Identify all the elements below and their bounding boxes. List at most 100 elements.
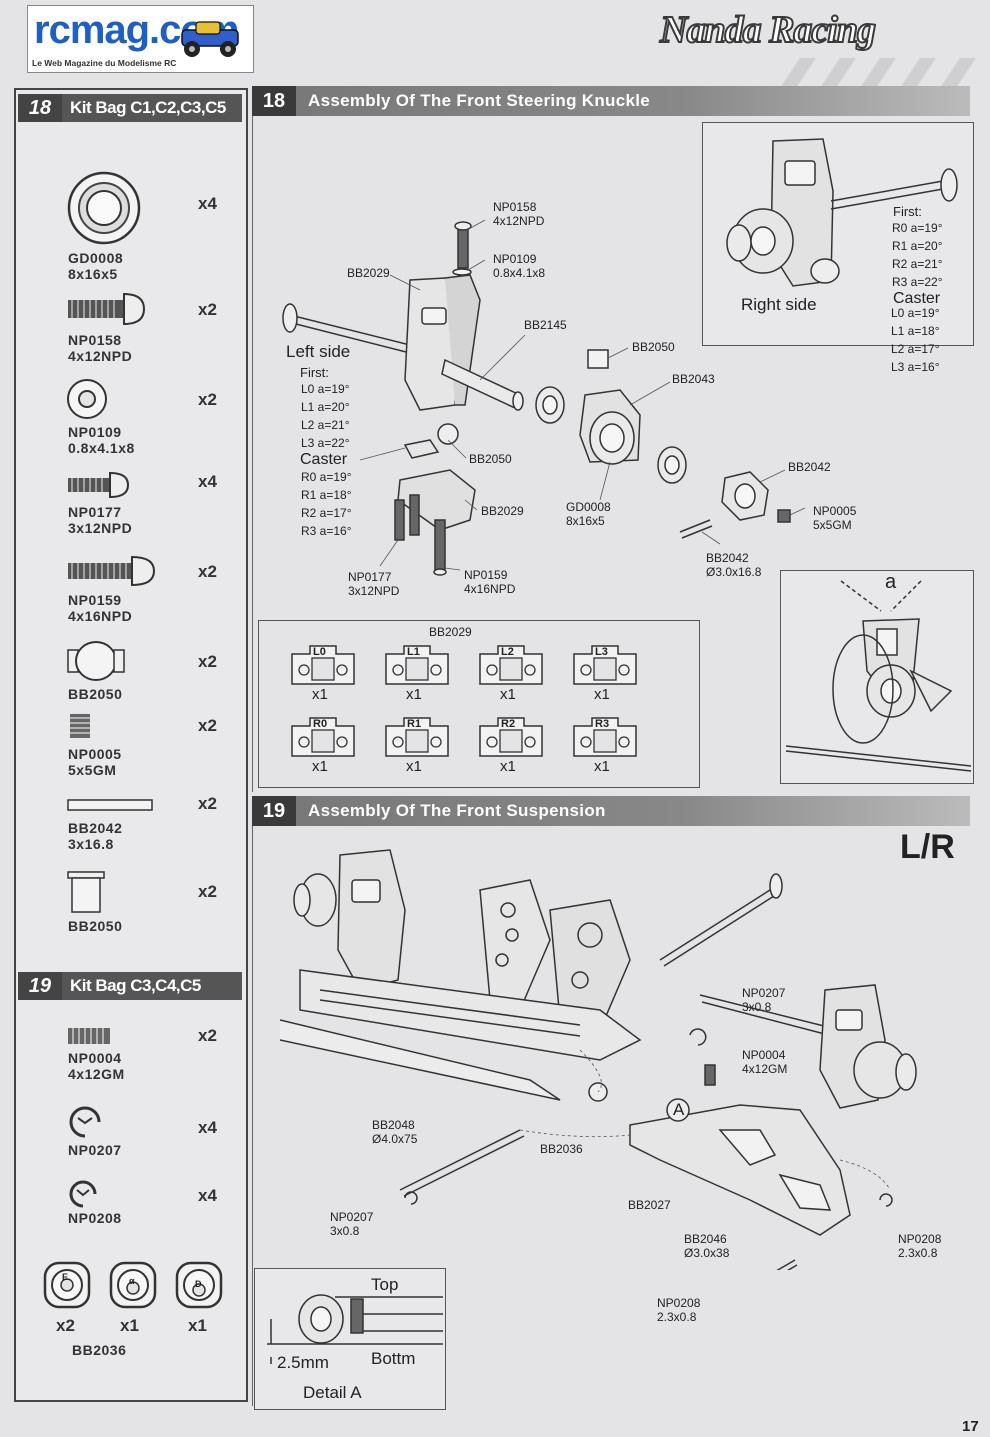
part-code: NP0208	[68, 1210, 122, 1226]
step-title: Assembly Of The Front Suspension	[308, 801, 606, 820]
caster-block-icon	[385, 717, 449, 757]
e-clip-icon	[69, 1180, 97, 1208]
angle-item: L3 a=16°	[891, 360, 940, 374]
step-number: 18	[252, 86, 296, 116]
part-code: GD0008	[68, 250, 124, 266]
left-caster-list: R0 a=19° R1 a=18° R2 a=17° R3 a=16°	[301, 468, 352, 540]
callout-bb2027: BB2027	[628, 1198, 671, 1212]
part-size: 4x12NPD	[68, 348, 133, 364]
caster-angle-inset: a	[780, 570, 974, 784]
part-qty: x4	[198, 1118, 217, 1137]
callout-np0159: NP0159 4x16NPD	[464, 568, 516, 596]
insert-letter: α	[129, 1276, 135, 1286]
ball-stud-icon	[67, 641, 125, 681]
screw-icon	[68, 292, 146, 326]
part-code: NP0005	[68, 746, 122, 762]
screw-icon	[68, 472, 130, 498]
cam-insert-icon	[43, 1261, 91, 1309]
bearing-icon	[67, 171, 141, 245]
cell-qty: x1	[406, 686, 422, 703]
part-qty: x2	[198, 1026, 217, 1045]
caster-block-icon	[291, 717, 355, 757]
logo-subtitle: Le Web Magazine du Modelisme RC	[32, 58, 177, 68]
kit-bag-number: 18	[18, 94, 62, 122]
angle-item: R0 a=19°	[892, 221, 943, 235]
caster-block-icon	[573, 717, 637, 757]
cell-qty: x1	[500, 686, 516, 703]
callout-np0207-bottom: NP0207 3x0.8	[330, 1210, 374, 1238]
grid-cell: L1 x1	[384, 644, 454, 704]
left-caster-label: Caster	[300, 451, 348, 468]
part-qty: x2	[198, 652, 217, 671]
set-screw-icon	[70, 714, 90, 738]
cell-tag: R0	[313, 718, 328, 730]
detail-top-label: Top	[371, 1275, 399, 1294]
part-code: NP0159	[68, 592, 122, 608]
step-18-header: 18 Assembly Of The Front Steering Knuckl…	[252, 86, 970, 116]
angle-item: L1 a=18°	[891, 324, 940, 338]
kit-bag-number: 19	[18, 972, 62, 1000]
callout-np0004: NP0004 4x12GM	[742, 1048, 788, 1076]
part-code: BB2050	[68, 918, 123, 934]
part-qty: x2	[198, 716, 217, 735]
angle-item: R1 a=18°	[301, 488, 352, 502]
part-size: 4x12GM	[68, 1066, 125, 1082]
angle-item: L2 a=17°	[891, 342, 940, 356]
detail-bottom-label: Bottm	[371, 1349, 416, 1368]
site-logo[interactable]: rcmag.com Le Web Magazine du Modelisme R…	[27, 5, 254, 73]
cell-qty: x1	[500, 758, 516, 775]
callout-bb2029-top: BB2029	[347, 266, 390, 280]
kit-bag-panel: 18 Kit Bag C1,C2,C3,C5 x4 GD0008 8x16x5 …	[14, 88, 248, 1402]
kit-bag-18-header: 18 Kit Bag C1,C2,C3,C5	[18, 94, 242, 122]
callout-bb2050-top: BB2050	[632, 340, 675, 354]
decorative-stripes	[780, 58, 976, 88]
step-19-header: 19 Assembly Of The Front Suspension	[252, 796, 970, 826]
callout-bb2046: BB2046 Ø3.0x38	[684, 1232, 730, 1260]
suspension-assembly-diagram	[280, 849, 917, 1270]
page-number: 17	[962, 1418, 979, 1435]
detail-a-marker: A	[673, 1100, 685, 1119]
callout-bb2029-mid: BB2029	[481, 504, 524, 518]
callout-np0207-top: NP0207 3x0.8	[742, 986, 786, 1014]
callout-np0109: NP0109 0.8x4.1x8	[493, 252, 546, 280]
right-side-inset: Right side First: R0 a=19° R1 a=20° R2 a…	[702, 122, 974, 346]
callout-np0005: NP0005 5x5GM	[813, 504, 857, 532]
step-18-area	[252, 116, 971, 792]
kit-bag-title: Kit Bag C1,C2,C3,C5	[70, 98, 226, 117]
callout-bb2145: BB2145	[524, 318, 567, 332]
cam-insert-icon	[175, 1261, 223, 1309]
cell-qty: x1	[312, 686, 328, 703]
part-size: 5x5GM	[68, 762, 117, 778]
insert-letter: D	[195, 1279, 202, 1289]
part-size: 4x16NPD	[68, 608, 133, 624]
angle-item: L0 a=19°	[891, 306, 940, 320]
grid-title: BB2029	[429, 625, 472, 639]
bushing-icon	[67, 871, 105, 913]
part-code: BB2036	[72, 1342, 127, 1358]
washer-icon	[67, 379, 107, 419]
part-code: BB2042	[68, 820, 123, 836]
callout-gd0008: GD0008 8x16x5	[566, 500, 611, 528]
part-qty: x2	[198, 562, 217, 581]
angle-item: R2 a=21°	[892, 257, 943, 271]
rc-car-icon	[181, 21, 239, 57]
part-qty: x1	[120, 1316, 139, 1335]
angle-item: L0 a=19°	[301, 382, 350, 396]
callout-np0177: NP0177 3x12NPD	[348, 570, 400, 598]
insert-letter: E	[62, 1272, 69, 1282]
cell-qty: x1	[406, 758, 422, 775]
set-screw-icon	[68, 1028, 110, 1044]
right-knuckle-diagram	[726, 138, 958, 287]
callout-bb2043: BB2043	[672, 372, 715, 386]
cell-qty: x1	[312, 758, 328, 775]
caster-block-icon	[385, 645, 449, 685]
cell-tag: L1	[407, 646, 420, 658]
callout-np0208-right: NP0208 2.3x0.8	[898, 1232, 942, 1260]
step-19-area	[252, 826, 971, 1406]
part-qty: x2	[56, 1316, 75, 1335]
step-title: Assembly Of The Front Steering Knuckle	[308, 91, 651, 110]
